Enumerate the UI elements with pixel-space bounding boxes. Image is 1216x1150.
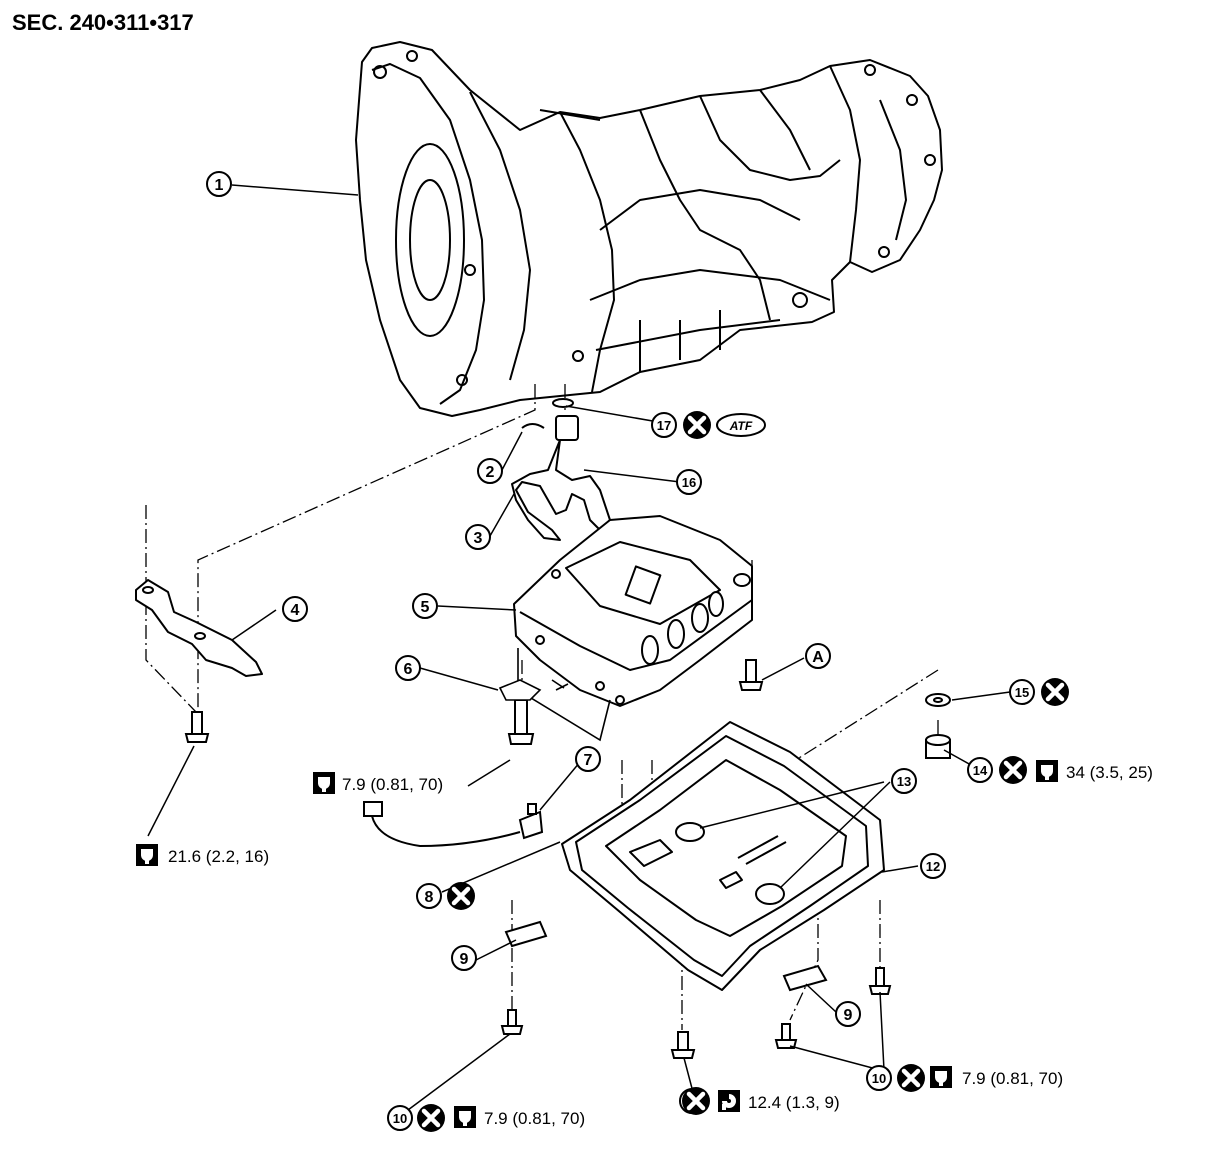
callout-4: 4 — [282, 596, 308, 622]
tighten-icon — [718, 1090, 740, 1112]
svg-text:9: 9 — [460, 951, 469, 968]
callout-7: 7 — [575, 746, 601, 772]
svg-text:14: 14 — [973, 763, 988, 778]
svg-text:3: 3 — [474, 530, 483, 547]
svg-text:13: 13 — [897, 774, 911, 789]
callout-16: 16 — [676, 469, 702, 495]
callout-3: 3 — [465, 524, 491, 550]
bracket — [135, 579, 263, 677]
separator-plate — [498, 648, 611, 742]
terminal-cord — [511, 398, 611, 541]
callout-9-left: 9 — [451, 945, 477, 971]
callout-6: 6 — [395, 655, 421, 681]
callout-8: 8 — [416, 883, 442, 909]
atf-oval-icon: ATF — [716, 413, 766, 437]
svg-text:12: 12 — [926, 859, 940, 874]
svg-text:16: 16 — [682, 475, 696, 490]
torque-spec-drain-plug: 34 (3.5, 25) — [1066, 763, 1153, 782]
drain-plug — [925, 693, 951, 759]
callout-5: 5 — [412, 593, 438, 619]
callout-15: 15 — [1009, 679, 1035, 705]
callout-1: 1 — [206, 171, 232, 197]
torque-spec-bracket: 21.6 (2.2, 16) — [168, 847, 269, 866]
svg-text:10: 10 — [393, 1111, 407, 1126]
section-code: SEC. 240•311•317 — [12, 10, 194, 35]
callout-17: 17 — [651, 412, 677, 438]
svg-text:2: 2 — [486, 464, 495, 481]
torque-spec-pan-center: 12.4 (1.3, 9) — [748, 1093, 840, 1112]
transmission-case — [355, 41, 943, 417]
svg-text:8: 8 — [425, 889, 434, 906]
torque-spec-pan-right: 7.9 (0.81, 70) — [962, 1069, 1063, 1088]
oil-pan — [561, 721, 885, 991]
callout-10-left: 10 — [387, 1105, 413, 1131]
callout-A: A — [805, 643, 831, 669]
callout-2: 2 — [477, 458, 503, 484]
bracket-bolt — [184, 711, 210, 743]
callout-10-right: 10 — [866, 1065, 892, 1091]
svg-text:17: 17 — [657, 418, 671, 433]
svg-text:10: 10 — [872, 1071, 886, 1086]
callout-9-right: 9 — [835, 1001, 861, 1027]
svg-text:6: 6 — [404, 661, 413, 678]
oil-pan-bolt — [500, 967, 892, 1059]
stud-bolt — [507, 699, 535, 745]
svg-text:4: 4 — [291, 602, 300, 619]
torque-values: 7.9 (0.81, 70) 21.6 (2.2, 16) 34 (3.5, 2… — [168, 763, 1153, 1128]
torque-spec-pan-left: 7.9 (0.81, 70) — [484, 1109, 585, 1128]
callout-12: 12 — [920, 853, 946, 879]
control-valve-assembly — [513, 515, 753, 707]
svg-text:1: 1 — [215, 177, 224, 194]
svg-text:ATF: ATF — [729, 419, 753, 433]
svg-text:9: 9 — [844, 1007, 853, 1024]
torque-spec-bolt-7: 7.9 (0.81, 70) — [342, 775, 443, 794]
callout-13: 13 — [891, 768, 917, 794]
svg-text:5: 5 — [421, 599, 430, 616]
svg-text:7: 7 — [584, 752, 593, 769]
svg-text:15: 15 — [1015, 685, 1029, 700]
callouts: 1 2 3 4 5 6 7 8 9 9 10 10 11 12 13 14 15… — [206, 171, 1035, 1131]
valve-body-bolt — [738, 659, 764, 691]
svg-text:A: A — [812, 649, 824, 666]
callout-14: 14 — [967, 757, 993, 783]
fluid-temperature-sensor — [363, 801, 544, 848]
